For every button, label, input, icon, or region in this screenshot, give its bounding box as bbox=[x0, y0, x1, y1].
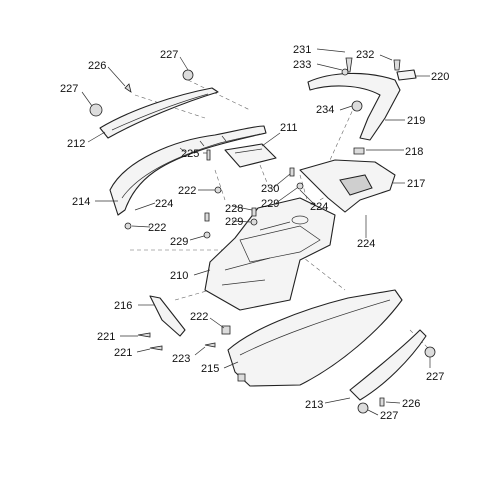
bolt-232 bbox=[393, 59, 401, 71]
part-213-lower-rail bbox=[349, 329, 427, 401]
label-221: 221 bbox=[97, 331, 115, 343]
part-212-upper-rail bbox=[99, 87, 219, 139]
label-228: 228 bbox=[225, 203, 243, 215]
screw-221-upper bbox=[137, 332, 151, 338]
screw-230 bbox=[289, 167, 295, 177]
label-219: 219 bbox=[407, 115, 425, 127]
leader-lines bbox=[81, 48, 431, 416]
label-213: 213 bbox=[305, 399, 323, 411]
clip-215 bbox=[237, 373, 246, 382]
part-210-storage-box bbox=[204, 197, 336, 311]
label-234: 234 bbox=[316, 104, 334, 116]
label-216: 216 bbox=[114, 300, 132, 312]
label-227: 227 bbox=[380, 410, 398, 422]
label-224: 224 bbox=[357, 238, 375, 250]
label-211: 211 bbox=[280, 122, 298, 134]
bolt-231 bbox=[345, 57, 353, 73]
screw-226 bbox=[124, 83, 132, 93]
screw-228 bbox=[251, 207, 257, 217]
label-221: 221 bbox=[114, 347, 132, 359]
clip-222-lower bbox=[221, 325, 231, 335]
label-227: 227 bbox=[160, 49, 178, 61]
label-227: 227 bbox=[60, 83, 78, 95]
screw-221-lower bbox=[149, 345, 163, 351]
hardware bbox=[89, 57, 436, 414]
part-labels: 227 226 227 212 214 211 225 222 228 229 … bbox=[60, 44, 449, 422]
label-225: 225 bbox=[181, 148, 199, 160]
part-214-side-rail bbox=[109, 125, 267, 216]
part-211-lid bbox=[224, 143, 277, 168]
screw-223 bbox=[204, 342, 216, 348]
nut-227-right bbox=[424, 346, 436, 358]
part-216-left-panel bbox=[149, 295, 186, 337]
nut-227-top bbox=[182, 69, 194, 81]
clip-222-left bbox=[124, 222, 132, 230]
label-227: 227 bbox=[426, 371, 444, 383]
washer-229-left bbox=[203, 231, 211, 239]
nut-227-left bbox=[89, 103, 103, 117]
nut-227-bottom bbox=[357, 402, 369, 414]
label-220: 220 bbox=[431, 71, 449, 83]
label-222: 222 bbox=[190, 311, 208, 323]
label-223: 223 bbox=[172, 353, 190, 365]
label-214: 214 bbox=[72, 196, 90, 208]
label-226: 226 bbox=[402, 398, 420, 410]
label-226: 226 bbox=[88, 60, 106, 72]
label-232: 232 bbox=[356, 49, 374, 61]
label-224: 224 bbox=[155, 198, 173, 210]
label-229: 229 bbox=[170, 236, 188, 248]
label-210: 210 bbox=[170, 270, 188, 282]
washer-222-upper bbox=[214, 186, 222, 194]
label-222: 222 bbox=[148, 222, 166, 234]
screw-225 bbox=[206, 149, 211, 161]
label-215: 215 bbox=[201, 363, 219, 375]
part-215-lower-panel bbox=[227, 289, 403, 387]
label-230: 230 bbox=[261, 183, 279, 195]
part-220-clip bbox=[396, 69, 417, 81]
label-224: 224 bbox=[310, 201, 328, 213]
screw-226-bottom bbox=[379, 397, 385, 407]
label-217: 217 bbox=[407, 178, 425, 190]
washer-229-right bbox=[296, 182, 304, 190]
label-229: 229 bbox=[261, 198, 279, 210]
label-218: 218 bbox=[405, 146, 423, 158]
washer-229-mid bbox=[250, 218, 258, 226]
part-217-right-cover bbox=[299, 159, 396, 213]
label-231: 231 bbox=[293, 44, 311, 56]
label-229: 229 bbox=[225, 216, 243, 228]
screw-222-mid bbox=[204, 212, 210, 222]
nut-234 bbox=[351, 100, 363, 112]
label-233: 233 bbox=[293, 59, 311, 71]
label-222: 222 bbox=[178, 185, 196, 197]
washer-233 bbox=[341, 68, 349, 76]
grommet-218 bbox=[353, 147, 365, 155]
part-219-grab-rail bbox=[307, 72, 401, 141]
label-212: 212 bbox=[67, 138, 85, 150]
